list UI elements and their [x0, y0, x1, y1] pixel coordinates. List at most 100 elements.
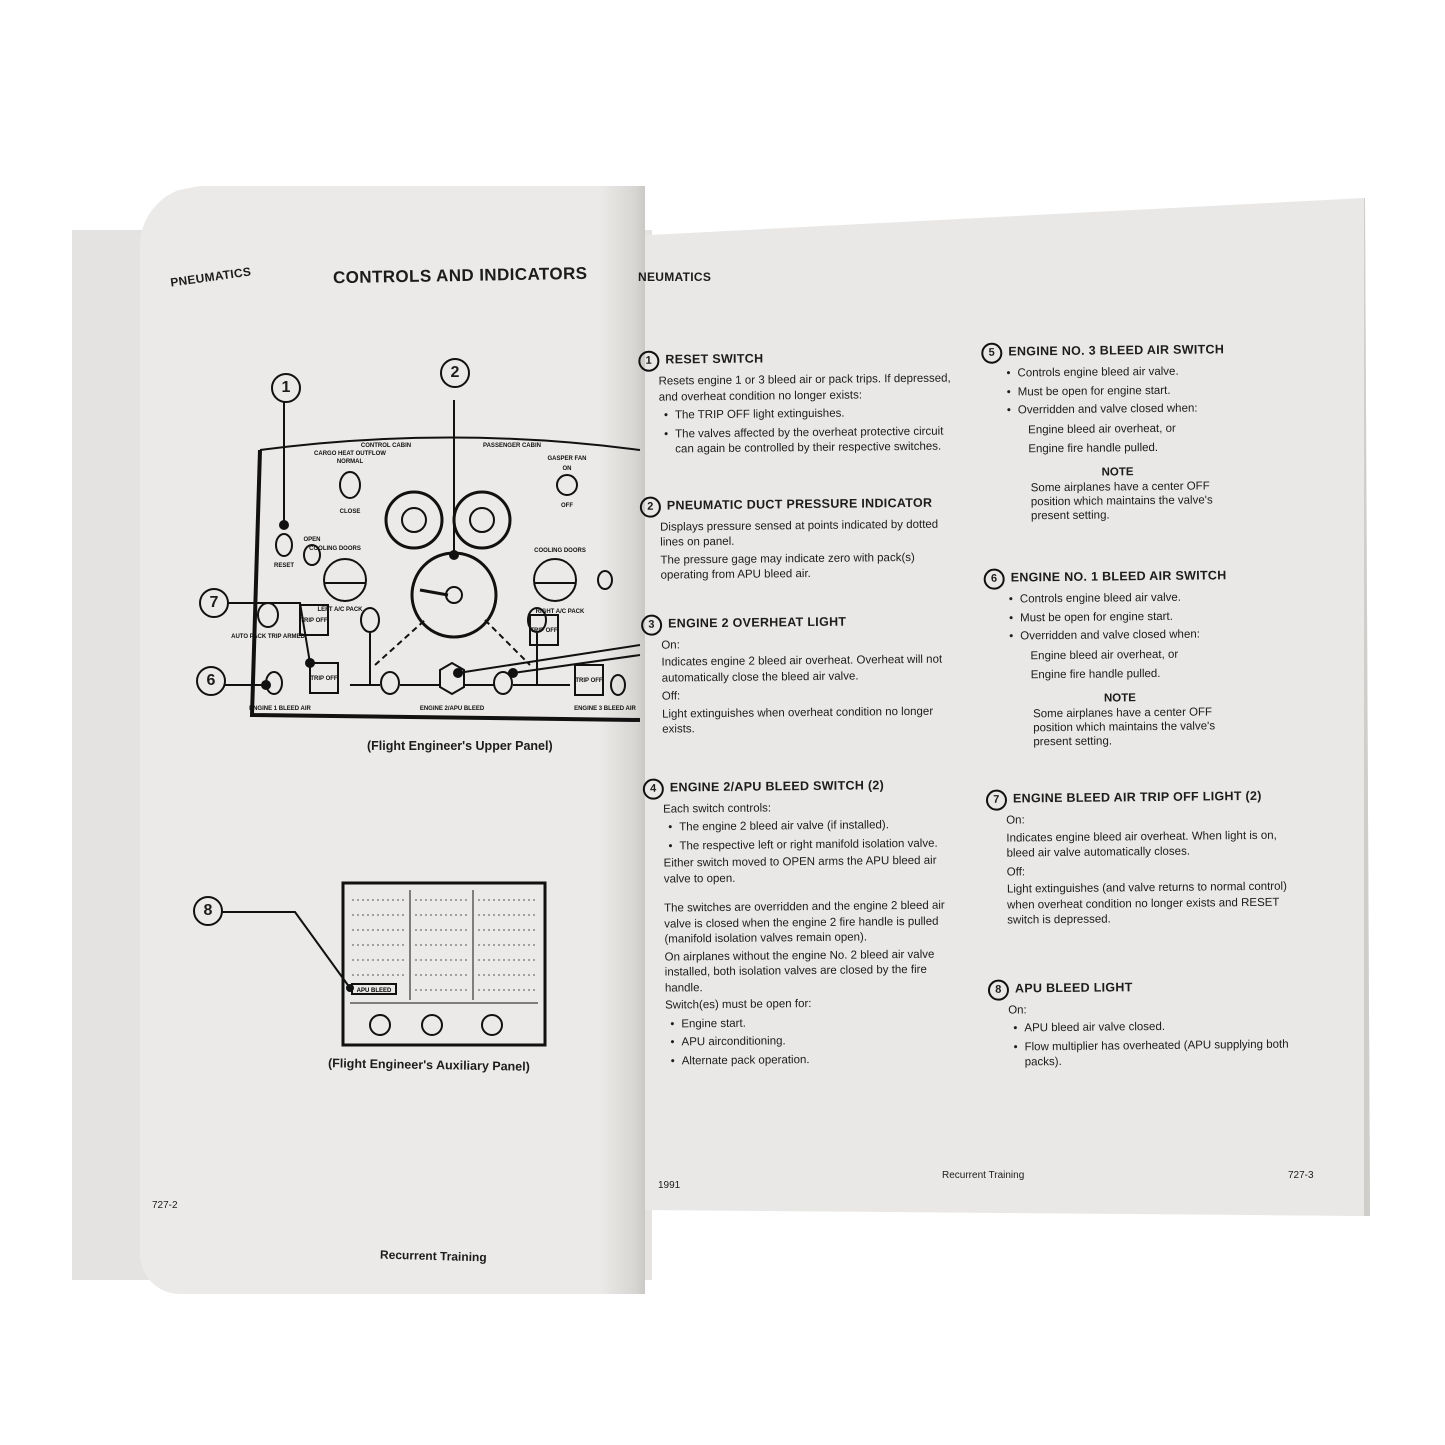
label-gasper-fan: GASPER FAN: [547, 456, 586, 462]
bullet-item: APU airconditioning.: [665, 1032, 965, 1051]
section-title-text: APU BLEED LIGHT: [1014, 979, 1133, 995]
left-footer: Recurrent Training: [379, 1247, 487, 1265]
paragraph: On airplanes without the engine No. 2 bl…: [664, 948, 935, 995]
bullet-item: Controls engine bleed air valve.: [1001, 363, 1301, 382]
section-number-badge: 5: [981, 342, 1003, 364]
bullet-item: Overridden and valve closed when:: [1002, 400, 1302, 419]
bullet-item: The engine 2 bleed air valve (if install…: [663, 817, 963, 836]
label-left-pack: LEFT A/C PACK: [318, 607, 364, 613]
section-number-badge: 4: [642, 778, 664, 800]
section-title: 5 ENGINE NO. 3 BLEED AIR SWITCH: [981, 339, 1301, 364]
label-control-cabin: CONTROL CABIN: [361, 443, 411, 449]
label-open: OPEN: [303, 537, 320, 543]
label-on: ON: [563, 466, 572, 472]
label-cooling-doors-left: COOLING DOORS: [309, 546, 361, 552]
paragraph: Off:: [661, 690, 681, 703]
paragraph: Off:: [1006, 865, 1026, 879]
section-5: 5 ENGINE NO. 3 BLEED AIR SWITCH Controls e…: [981, 339, 1303, 523]
label-right-pack: RIGHT A/C PACK: [536, 609, 585, 615]
label-reset: RESET: [274, 563, 294, 569]
bullet-item: Must be open for engine start.: [1002, 382, 1302, 401]
left-page: [140, 186, 640, 1294]
section-title: 1 RESET SWITCH: [638, 347, 958, 372]
label-cooling-doors-right: COOLING DOORS: [534, 548, 586, 554]
label-cargo-heat: CARGO HEAT OUTFLOW: [314, 451, 386, 457]
label-close: CLOSE: [340, 509, 361, 515]
auxiliary-panel-diagram: APU BLEED: [220, 881, 547, 1047]
label-off: OFF: [561, 503, 573, 509]
bullet-item: The respective left or right manifold is…: [663, 836, 963, 855]
footer-year: 1991: [658, 1180, 681, 1191]
book-spine-shadow: [600, 186, 645, 1294]
paragraph: Indicates engine bleed air overheat. Whe…: [1006, 829, 1277, 860]
callout-7: 7: [199, 588, 229, 618]
label-trip-off-4: TRIP OFF: [575, 678, 603, 684]
bullet-item: Controls engine bleed air valve.: [1004, 589, 1304, 608]
label-trip-off-2: TRIP OFF: [310, 676, 338, 682]
paragraph: The switches are overridden and the engi…: [664, 899, 945, 946]
note-text: Some airplanes have a center OFF positio…: [1033, 706, 1216, 749]
bullet-item: APU bleed air valve closed.: [1008, 1018, 1308, 1037]
paragraph: Each switch controls:: [662, 801, 772, 816]
label-passenger-cabin: PASSENGER CABIN: [483, 443, 541, 449]
section-title-text: ENGINE BLEED AIR TRIP OFF LIGHT (2): [1012, 788, 1262, 806]
label-engine-2-apu-bleed: ENGINE 2/APU BLEED: [420, 706, 485, 712]
label-normal: NORMAL: [337, 459, 364, 465]
section-number-badge: 2: [639, 496, 661, 518]
callout-1: 1: [271, 373, 301, 403]
upper-panel-diagram: CARGO HEAT OUTFLOW NORMAL CLOSE CONTROL …: [210, 400, 641, 722]
section-title-text: ENGINE 2 OVERHEAT LIGHT: [668, 614, 847, 631]
label-auto-pack: AUTO PACK TRIP ARMED: [231, 634, 305, 640]
section-title: 4 ENGINE 2/APU BLEED SWITCH (2): [642, 775, 963, 800]
section-title-text: RESET SWITCH: [665, 351, 764, 367]
panel-top-edge: [259, 436, 641, 451]
paragraph: Engine fire handle pulled.: [1028, 441, 1159, 456]
bullet-item: The TRIP OFF light extinguishes.: [659, 405, 959, 424]
paragraph: Switch(es) must be open for:: [665, 998, 812, 1012]
paragraph: Either switch moved to OPEN arms the APU…: [663, 854, 937, 886]
bullet-item: Flow multiplier has overheated (APU supp…: [1008, 1037, 1308, 1071]
right-page-number: 727-3: [1288, 1170, 1314, 1181]
left-page-number: 727-2: [152, 1200, 178, 1211]
note-text: Some airplanes have a center OFF positio…: [1030, 480, 1213, 523]
label-trip-off-1: TRIP OFF: [300, 618, 328, 624]
paragraph: Engine bleed air overheat, or: [1030, 648, 1179, 662]
bullet-item: Overridden and valve closed when:: [1004, 626, 1304, 645]
section-4: 4 ENGINE 2/APU BLEED SWITCH (2) Each switc…: [642, 775, 966, 1070]
paragraph: Displays pressure sensed at points indic…: [660, 518, 939, 549]
section-title: 3 ENGINE 2 OVERHEAT LIGHT: [641, 611, 961, 636]
paragraph: Light extinguishes (and valve returns to…: [1006, 880, 1287, 927]
paragraph: Resets engine 1 or 3 bleed air or pack t…: [658, 372, 951, 404]
paragraph: Indicates engine 2 bleed air overheat. O…: [661, 653, 943, 685]
paragraph: On:: [1008, 1003, 1027, 1017]
callout-2: 2: [440, 358, 470, 388]
label-trip-off-3: TRIP OFF: [530, 628, 558, 634]
section-number-badge: 7: [985, 789, 1008, 811]
right-footer: Recurrent Training: [942, 1170, 1025, 1181]
callout-6: 6: [196, 666, 226, 696]
callout-8: 8: [193, 896, 223, 926]
right-column-left: 1 RESET SWITCH Resets engine 1 or 3 bleed …: [638, 347, 966, 1070]
paragraph: Engine fire handle pulled.: [1030, 667, 1161, 682]
section-title-text: ENGINE NO. 3 BLEED AIR SWITCH: [1008, 342, 1225, 359]
section-title-text: ENGINE 2/APU BLEED SWITCH (2): [669, 777, 885, 794]
bullet-item: Alternate pack operation.: [666, 1051, 966, 1070]
section-title-text: PNEUMATIC DUCT PRESSURE INDICATOR: [666, 495, 933, 513]
section-number-badge: 8: [987, 979, 1010, 1001]
right-column-right: 5 ENGINE NO. 3 BLEED AIR SWITCH Controls e…: [981, 339, 1309, 1071]
label-engine-3-bleed: ENGINE 3 BLEED AIR: [574, 706, 636, 712]
bullet-item: Must be open for engine start.: [1004, 608, 1304, 627]
label-apu-bleed: APU BLEED: [357, 988, 392, 994]
section-title-text: ENGINE NO. 1 BLEED AIR SWITCH: [1010, 568, 1227, 585]
section-number-badge: 1: [638, 350, 660, 372]
section-number-badge: 3: [641, 614, 663, 636]
bullet-item: The valves affected by the overheat prot…: [659, 424, 959, 458]
paragraph: Engine bleed air overheat, or: [1028, 422, 1176, 436]
